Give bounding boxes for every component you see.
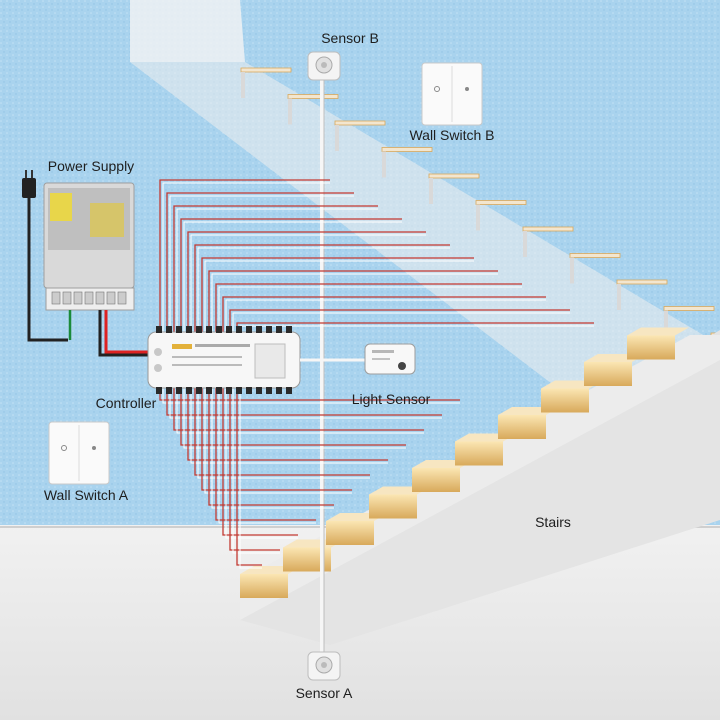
ps-terminal [106,291,116,305]
wire-red [222,388,298,536]
upper-step [381,147,433,152]
sensor-a-device [307,651,341,681]
lower-step-riser [369,494,417,519]
terminal [216,387,222,394]
wire-red [180,388,406,446]
upper-step [287,94,339,99]
terminal [226,387,232,394]
controller-label: Controller [96,395,157,411]
terminal [286,326,292,333]
lower-step-riser [627,335,675,360]
lower-step-riser [541,388,589,413]
upper-step [616,279,668,285]
stairs-label: Stairs [535,514,571,530]
controller [147,326,301,394]
wall-switch-a [48,421,110,485]
wire-red [229,388,280,551]
ps-terminal [117,291,127,305]
terminal [176,326,182,333]
terminal [186,387,192,394]
upper-step [569,253,621,258]
ps-terminal [95,291,105,305]
wire-red [208,270,498,332]
upper-step [334,120,386,126]
power-plug-icon [22,170,68,342]
upper-step [240,67,292,73]
ps-terminal [73,291,83,305]
wire-red [236,388,262,566]
terminal [206,387,212,394]
wire-red [187,388,388,461]
lower-stair-flight [240,330,720,645]
terminal [266,326,272,333]
power-supply [43,182,135,311]
lower-step-riser [498,415,546,439]
wall-switch-b [421,62,483,126]
terminal [236,326,242,333]
terminal [156,387,162,394]
upper-step [522,226,574,232]
ps-terminal [84,291,94,305]
lower-step-riser [412,468,460,492]
lower-step-riser [455,441,503,466]
terminal [276,387,282,394]
wire-red [159,179,330,332]
wire-red [173,388,424,431]
terminal [196,387,202,394]
wire-red [215,283,522,332]
power-supply-label: Power Supply [48,158,134,174]
wire-red [166,192,354,332]
terminal [206,326,212,333]
wire-red [166,388,442,416]
terminal [166,387,172,394]
terminal [256,387,262,394]
upper-step [475,200,527,205]
terminal [166,326,172,333]
upper-step [428,173,480,179]
light-sensor [300,343,416,375]
wire-red [194,388,370,476]
terminal [216,326,222,333]
wire-red [215,388,316,521]
wire-red [208,388,334,506]
sensor-b-label: Sensor B [321,30,379,46]
wire-red [173,205,378,332]
wire-red [229,309,570,332]
light-sensor-label: Light Sensor [352,391,431,407]
terminal [286,387,292,394]
upper-stair-flight [130,0,720,390]
lower-step-riser [240,574,288,598]
wire-red [180,218,402,332]
ps-terminal [62,291,72,305]
terminal [226,326,232,333]
lower-step-riser [326,521,374,545]
wire-red [201,257,474,332]
wire-red [194,244,450,332]
lower-step-tread [627,327,689,336]
terminal [246,387,252,394]
terminal [186,326,192,333]
ps-terminal [51,291,61,305]
wire-red [201,388,352,491]
lower-steps [240,327,689,598]
terminal [236,387,242,394]
terminal [196,326,202,333]
sensor-b-device [307,51,341,81]
terminal [156,326,162,333]
upper-step [663,306,715,311]
terminal [266,387,272,394]
lower-step-riser [584,362,632,386]
sensor-a-label: Sensor A [296,685,353,701]
terminal [256,326,262,333]
wall-switch-b-label: Wall Switch B [409,127,494,143]
terminal [176,387,182,394]
terminal [246,326,252,333]
terminal [276,326,282,333]
wire-red [187,231,426,332]
wire-red [222,296,546,332]
wall-switch-a-label: Wall Switch A [44,487,129,503]
